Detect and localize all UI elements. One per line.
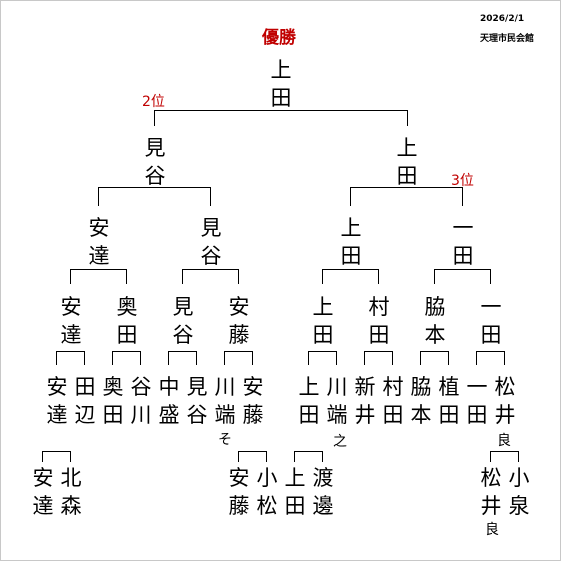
semifinalist-name: 上田: [340, 216, 362, 268]
r16-line-4: [224, 351, 253, 365]
r16-player-name: 安達: [46, 375, 68, 427]
prelim-line-4: [490, 451, 519, 462]
r16-player-name: 川端: [214, 375, 236, 427]
r16-line-3: [168, 351, 197, 365]
r16-player-name: 見谷: [186, 375, 208, 427]
r16-line-7: [420, 351, 449, 365]
event-date: 2026/2/1: [480, 14, 525, 24]
prelim-player-name: 松井: [480, 466, 502, 518]
prelim-line-2: [238, 451, 267, 462]
semifinalist-name: 安達: [88, 216, 110, 268]
prelim-line-1: [42, 451, 71, 462]
final-line: [154, 110, 408, 126]
finalist-name: 上田: [396, 136, 418, 188]
semifinalist-name: 見谷: [200, 216, 222, 268]
prelim-player-name: 安藤: [228, 466, 250, 518]
finalist-name: 見谷: [144, 136, 166, 188]
prelim-player-name: 上田: [284, 466, 306, 518]
qf-line-2: [182, 269, 239, 284]
r16-player-name: 植田: [438, 375, 460, 427]
name-suffix: 良: [485, 522, 499, 538]
qf-line-3: [322, 269, 379, 284]
qf-player-name: 一田: [480, 295, 502, 347]
r16-line-6: [364, 351, 393, 365]
r16-player-name: 奥田: [102, 375, 124, 427]
r16-player-name: 一田: [466, 375, 488, 427]
semifinalist-name: 一田: [452, 216, 474, 268]
third-place-label: 3位: [451, 173, 474, 189]
semi-line-left: [98, 187, 211, 206]
name-suffix: 之: [333, 434, 347, 450]
prelim-player-name: 北森: [60, 466, 82, 518]
event-venue: 天理市民会館: [480, 34, 535, 44]
r16-player-name: 松井: [494, 375, 516, 427]
r16-player-name: 上田: [298, 375, 320, 427]
qf-player-name: 脇本: [424, 295, 446, 347]
second-place-label: 2位: [142, 94, 165, 110]
r16-line-5: [308, 351, 337, 365]
r16-player-name: 新井: [354, 375, 376, 427]
r16-line-1: [56, 351, 85, 365]
prelim-player-name: 渡邊: [312, 466, 334, 518]
qf-player-name: 見谷: [172, 295, 194, 347]
r16-player-name: 安藤: [242, 375, 264, 427]
prelim-player-name: 安達: [32, 466, 54, 518]
qf-player-name: 安達: [60, 295, 82, 347]
prelim-player-name: 小泉: [508, 466, 530, 518]
qf-player-name: 上田: [312, 295, 334, 347]
r16-player-name: 脇本: [410, 375, 432, 427]
r16-player-name: 谷川: [130, 375, 152, 427]
name-suffix: 良: [497, 433, 511, 449]
r16-line-2: [112, 351, 141, 365]
qf-player-name: 安藤: [228, 295, 250, 347]
semi-line-right: [350, 187, 463, 206]
champion-title: 優勝: [262, 28, 296, 48]
prelim-line-3: [294, 451, 323, 462]
r16-line-8: [476, 351, 505, 365]
r16-player-name: 田辺: [74, 375, 96, 427]
winner-name: 上田: [270, 58, 292, 110]
r16-player-name: 村田: [382, 375, 404, 427]
r16-player-name: 川端: [326, 375, 348, 427]
prelim-player-name: 小松: [256, 466, 278, 518]
qf-line-4: [434, 269, 491, 284]
qf-player-name: 村田: [368, 295, 390, 347]
qf-line-1: [70, 269, 127, 284]
name-suffix: そ: [218, 432, 232, 448]
qf-player-name: 奥田: [116, 295, 138, 347]
r16-player-name: 中盛: [158, 375, 180, 427]
